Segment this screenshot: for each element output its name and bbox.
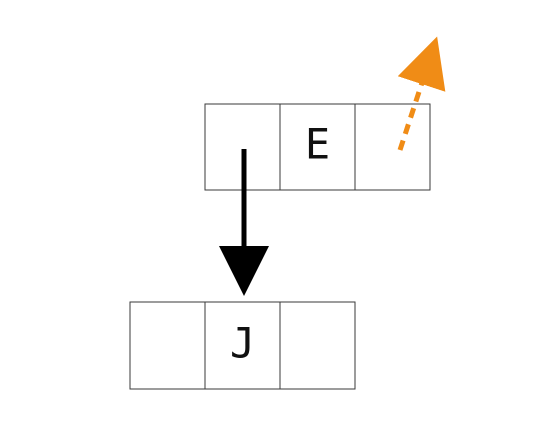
- node-e: E: [204, 103, 431, 191]
- node-e-cell-right: [354, 103, 431, 191]
- node-j-value: J: [230, 319, 255, 368]
- node-j-cell-right: [279, 301, 356, 390]
- dashed-pointer-arrow: [397, 36, 446, 151]
- node-e-cell-middle: [279, 103, 356, 191]
- node-j: J: [129, 301, 356, 390]
- node-e-value: E: [305, 120, 330, 169]
- node-j-cell-left: [129, 301, 206, 390]
- node-j-cell-middle: [204, 301, 281, 390]
